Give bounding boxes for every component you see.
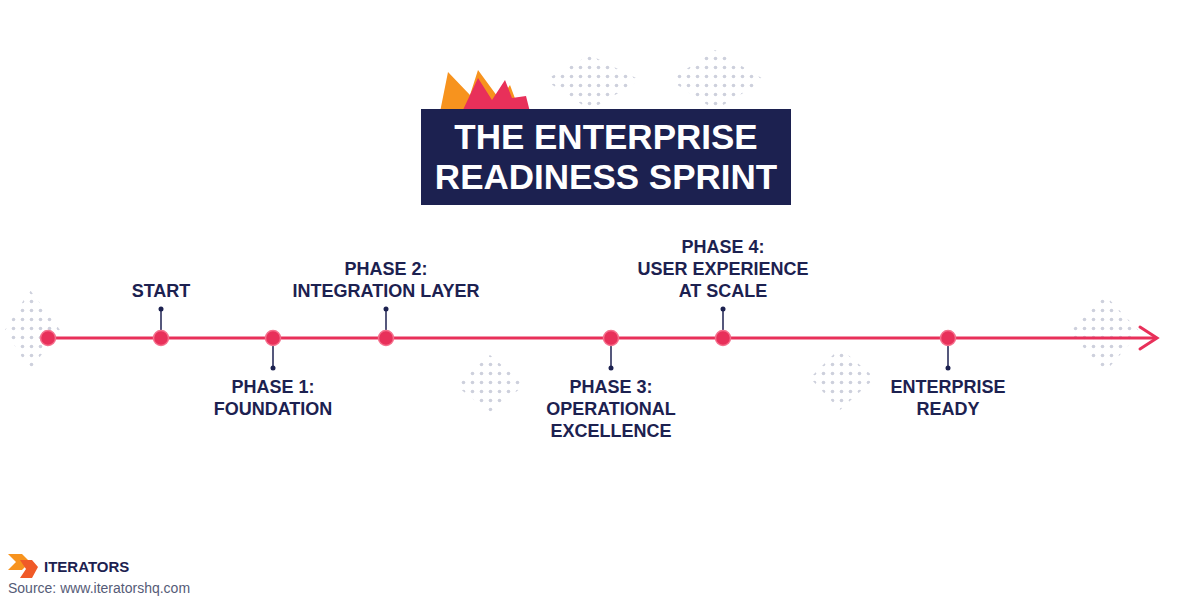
flame-decoration [440,70,530,112]
tick-dot [946,366,951,371]
milestone-label: PHASE 4: USER EXPERIENCE AT SCALE [637,236,808,302]
milestone-label: PHASE 3: OPERATIONAL EXCELLENCE [546,376,676,442]
leader-tick [272,346,274,368]
milestone-dot [266,331,281,346]
text-line: USER EXPERIENCE [637,259,808,279]
text-line: EXCELLENCE [550,421,671,441]
leader-tick [160,309,162,330]
timeline-arrowhead [1140,327,1157,349]
text-line: FOUNDATION [214,399,333,419]
milestone-dot [379,331,394,346]
milestone-dot [41,331,56,346]
text-line: OPERATIONAL [546,399,676,419]
milestone-dot [941,331,956,346]
milestone-label: START [132,280,191,302]
milestone-label: PHASE 1: FOUNDATION [214,376,333,420]
milestone-dot [716,331,731,346]
text-line: THE ENTERPRISE [454,117,757,156]
text-line: PHASE 4: [681,237,764,257]
text-line: READINESS SPRINT [435,157,777,196]
leader-tick [385,309,387,330]
title-banner: THE ENTERPRISE READINESS SPRINT [421,109,791,205]
leader-tick [947,346,949,368]
tick-dot [271,366,276,371]
milestone-label: PHASE 2: INTEGRATION LAYER [292,258,479,302]
leader-tick [610,346,612,368]
text-line: READY [916,399,979,419]
milestone-label: ENTERPRISE READY [890,376,1005,420]
text-line: PHASE 2: [344,259,427,279]
text-line: PHASE 3: [569,377,652,397]
timeline-line [48,337,1156,340]
milestone-dot [154,331,169,346]
leader-tick [722,309,724,330]
text-line: INTEGRATION LAYER [292,281,479,301]
source-caption: Source: www.iteratorshq.com [8,580,190,596]
tick-dot [721,307,726,312]
milestone-dot [604,331,619,346]
tick-dot [159,307,164,312]
dot-texture [5,50,1140,412]
tick-dot [384,307,389,312]
tick-dot [609,366,614,371]
brand-name: ITERATORS [44,558,129,575]
text-line: ENTERPRISE [890,377,1005,397]
text-line: AT SCALE [679,281,768,301]
text-line: PHASE 1: [231,377,314,397]
logo-icon [8,554,38,578]
